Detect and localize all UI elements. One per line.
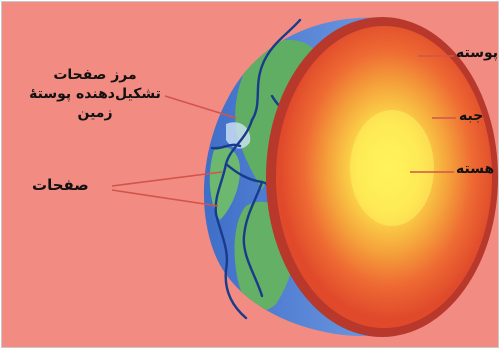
core-highlight — [350, 110, 434, 226]
label-plate-boundary-line3: زمین — [25, 104, 165, 123]
label-plate-boundary: مرز صفحات تشکیل‌دهنده پوستهٔ زمین — [25, 66, 165, 123]
label-plates: صفحات — [32, 176, 89, 194]
label-plate-boundary-line2: تشکیل‌دهنده پوستهٔ — [25, 85, 165, 104]
label-mantle: جبه — [459, 108, 483, 124]
label-core: هسته — [456, 161, 494, 177]
label-crust: پوسته — [456, 45, 498, 61]
earth-cross-section — [266, 17, 498, 337]
leader-plates-lower — [112, 190, 218, 206]
label-plate-boundary-line1: مرز صفحات — [25, 66, 165, 85]
